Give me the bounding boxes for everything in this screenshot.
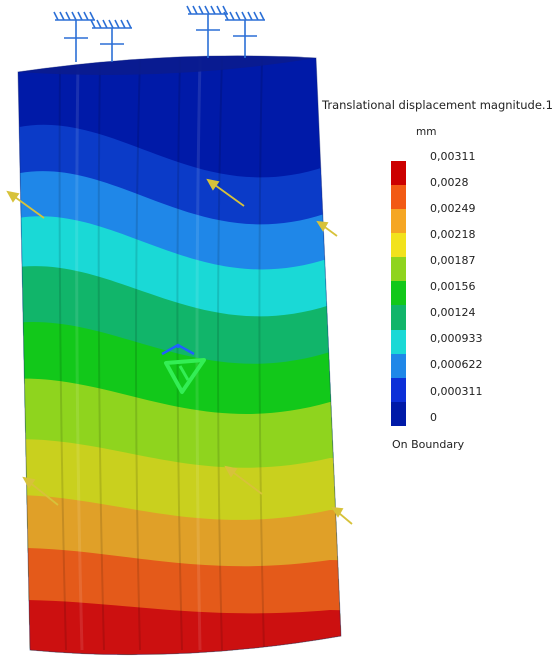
legend-value-label: 0,00187 <box>430 254 476 267</box>
legend-value-label: 0,0028 <box>430 176 469 189</box>
color-swatch <box>391 233 406 258</box>
fixed-support-icon[interactable] <box>223 11 265 58</box>
legend-value-label: 0 <box>430 411 437 424</box>
color-swatch <box>391 377 406 402</box>
legend-footer: On Boundary <box>392 438 465 451</box>
color-swatch <box>391 329 406 354</box>
applied-force-arrow-icon[interactable] <box>331 506 353 525</box>
legend-value-label: 0,000311 <box>430 385 483 398</box>
color-swatch <box>391 161 406 186</box>
color-scale-bar[interactable] <box>391 161 406 426</box>
fixed-support-icon[interactable] <box>90 19 132 62</box>
legend-value-label: 0,00249 <box>430 202 476 215</box>
legend-title: Translational displacement magnitude.1 <box>322 98 553 112</box>
legend-value-label: 0,00156 <box>430 280 476 293</box>
legend-value-label: 0,00124 <box>430 306 476 319</box>
fixed-support-icon[interactable] <box>53 11 95 62</box>
applied-force-arrow-icon[interactable] <box>22 476 59 506</box>
applied-force-arrow-icon[interactable] <box>6 190 45 219</box>
applied-force-arrow-icon[interactable] <box>316 220 338 237</box>
color-swatch <box>391 209 406 234</box>
color-swatch <box>391 305 406 330</box>
color-swatch <box>391 185 406 210</box>
axis-triad-icon[interactable] <box>161 343 206 394</box>
legend-value-label: 0,000622 <box>430 358 483 371</box>
color-swatch <box>391 353 406 378</box>
legend-value-label: 0,00311 <box>430 150 476 163</box>
legend-value-label: 0,00218 <box>430 228 476 241</box>
applied-force-arrow-icon[interactable] <box>206 178 245 207</box>
color-swatch <box>391 257 406 282</box>
color-swatch <box>391 281 406 306</box>
applied-force-arrow-icon[interactable] <box>224 465 263 495</box>
legend-value-label: 0,000933 <box>430 332 483 345</box>
fixed-support-icon[interactable] <box>186 5 228 58</box>
color-swatch <box>391 401 406 426</box>
legend-unit: mm <box>416 126 437 138</box>
